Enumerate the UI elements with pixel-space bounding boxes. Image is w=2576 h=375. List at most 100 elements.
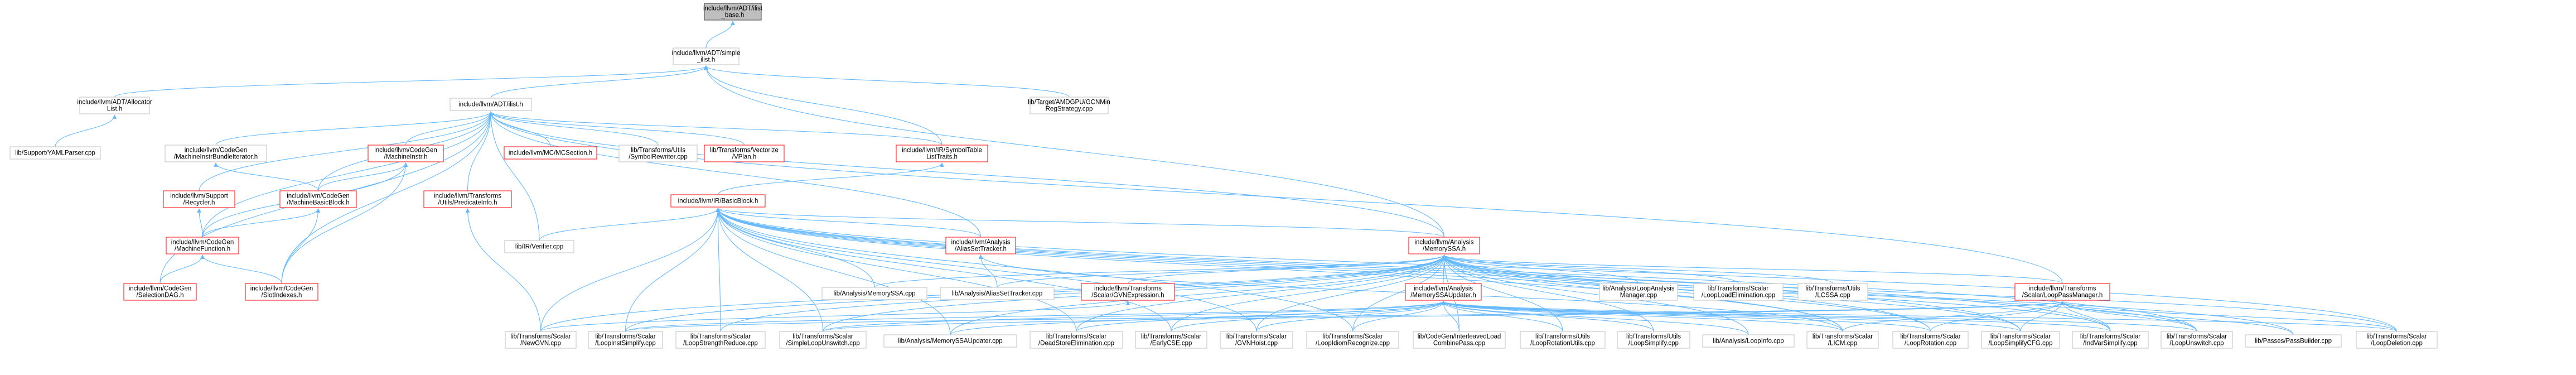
node-gvnexpression[interactable]: include/llvm/Transforms/Scalar/GVNExpres… <box>1081 283 1175 301</box>
node-alias-set-tracker-cpp[interactable]: lib/Analysis/AliasSetTracker.cpp <box>940 287 1055 300</box>
node-label-line: include/llvm/Transforms <box>2029 286 2096 292</box>
node-licm[interactable]: lib/Transforms/Scalar/LICM.cpp <box>1806 331 1879 349</box>
node-label-line: include/llvm/CodeGen <box>250 286 313 292</box>
node-loop-load-elim[interactable]: lib/Transforms/Scalar/LoopLoadEliminatio… <box>1693 283 1784 301</box>
node-memoryssa-updater-cpp[interactable]: lib/Analysis/MemorySSAUpdater.cpp <box>883 334 1017 348</box>
node-loop-rotation-utils[interactable]: lib/Transforms/Utils/LoopRotationUtils.c… <box>1520 331 1606 349</box>
edge-early_cse-to-memoryssa_h <box>1171 254 1447 332</box>
edge-ind_var_simplify-to-memoryssa_updater_h <box>1441 301 2111 332</box>
node-pass-builder[interactable]: lib/Passes/PassBuilder.cpp <box>2245 334 2342 348</box>
edge-machine_function-to-recycler <box>197 208 203 238</box>
edge-machine_function-to-machine_bb <box>202 208 321 238</box>
node-box <box>670 194 766 208</box>
edge-loop_rotation-to-loop_pass_mgr <box>1930 301 2065 332</box>
node-early-cse[interactable]: lib/Transforms/Scalar/EarlyCSE.cpp <box>1135 331 1207 349</box>
node-label-line: include/llvm/CodeGen <box>171 239 234 246</box>
node-label-line: /MachineInstr.h <box>384 154 428 161</box>
node-basicblock[interactable]: include/llvm/IR/BasicBlock.h <box>670 194 766 208</box>
node-lcssa[interactable]: lib/Transforms/Utils/LCSSA.cpp <box>1797 283 1868 301</box>
node-loop-inst-simplify[interactable]: lib/Transforms/Scalar/LoopInstSimplify.c… <box>588 331 663 349</box>
edge-loop_idiom-to-memoryssa_h <box>1352 254 1447 332</box>
node-box <box>1981 331 2060 349</box>
node-vplan[interactable]: lib/Transforms/Vectorize/VPlan.h <box>704 145 785 162</box>
node-mi-bundle-iter[interactable]: include/llvm/CodeGen/MachineInstrBundleI… <box>165 145 267 162</box>
node-loop-unswitch[interactable]: lib/Transforms/Scalar/LoopUnswitch.cpp <box>2161 331 2233 349</box>
node-symbol-rewriter[interactable]: lib/Transforms/Utils/SymbolRewriter.cpp <box>618 145 698 162</box>
node-selection-dag[interactable]: include/llvm/CodeGen/SelectionDAG.h <box>123 283 197 301</box>
node-label-line: /SelectionDAG.h <box>136 292 183 299</box>
node-label-line: /Scalar/GVNExpression.h <box>1091 292 1164 299</box>
node-machine-function[interactable]: include/llvm/CodeGen/MachineFunction.h <box>166 237 239 254</box>
edge-newgvn-to-basicblock <box>540 208 721 332</box>
node-label-line: /NewGVN.cpp <box>520 340 561 347</box>
edge-predicateinfo-to-ilist <box>467 111 493 191</box>
node-machine-bb[interactable]: include/llvm/CodeGen/MachineBasicBlock.h <box>279 190 357 208</box>
edge-slot_indexes-to-machine_function <box>200 254 282 284</box>
edge-loop_inst_simplify-to-loop_pass_mgr <box>625 301 2065 332</box>
edge-loop_unswitch-to-loop_pass_mgr <box>2060 301 2197 332</box>
node-gvn-hoist[interactable]: lib/Transforms/Scalar/GVNHoist.cpp <box>1220 331 1293 349</box>
node-ilist[interactable]: include/llvm/ADT/ilist.h <box>450 98 532 111</box>
node-loop-strength-reduce[interactable]: lib/Transforms/Scalar/LoopStrengthReduce… <box>675 331 766 349</box>
node-loop-simplify[interactable]: lib/Transforms/Utils/LoopSimplify.cpp <box>1617 331 1690 349</box>
node-label-line: include/llvm/Analysis <box>1414 286 1473 292</box>
node-newgvn[interactable]: lib/Transforms/Scalar/NewGVN.cpp <box>505 331 577 349</box>
edge-verifier-to-basicblock <box>539 208 721 241</box>
node-loop-deletion[interactable]: lib/Transforms/Scalar/LoopDeletion.cpp <box>2356 331 2438 349</box>
node-interleaved-load[interactable]: lib/CodeGen/InterleavedLoadCombinePass.c… <box>1413 331 1506 349</box>
node-label-line: lib/Transforms/Utils <box>1535 334 1590 340</box>
node-label-line: /Scalar/LoopPassManager.h <box>2022 292 2103 299</box>
node-loop-rotation[interactable]: lib/Transforms/Scalar/LoopRotation.cpp <box>1892 331 1969 349</box>
node-label-line: lib/Transforms/Scalar <box>510 334 571 340</box>
node-loop-info[interactable]: lib/Analysis/LoopInfo.cpp <box>1702 334 1795 348</box>
node-recycler[interactable]: include/llvm/Support/Recycler.h <box>163 190 235 208</box>
node-slot-indexes[interactable]: include/llvm/CodeGen/SlotIndexes.h <box>245 283 318 301</box>
node-mcsection[interactable]: include/llvm/MC/MCSection.h <box>504 146 597 160</box>
node-ilist-base[interactable]: include/llvm/ADT/ilist_base.h <box>703 3 763 21</box>
node-memoryssa-updater-h[interactable]: include/llvm/Analysis/MemorySSAUpdater.h <box>1405 283 1482 301</box>
edge-vplan-to-ilist <box>489 111 745 146</box>
node-loop-pass-mgr[interactable]: include/llvm/Transforms/Scalar/LoopPassM… <box>2014 283 2110 301</box>
node-label-line: /LICM.cpp <box>1828 340 1857 347</box>
node-label-line: lib/Transforms/Scalar <box>1322 334 1383 340</box>
node-simple-loop-unswitch[interactable]: lib/Transforms/Scalar/SimpleLoopUnswitch… <box>779 331 867 349</box>
node-label-line: lib/Analysis/MemorySSA.cpp <box>834 291 916 297</box>
node-label-line: include/llvm/ADT/Allocator <box>77 99 152 106</box>
node-label-line: /GVNHoist.cpp <box>1235 340 1278 347</box>
edge-early_cse-to-memoryssa_updater_h <box>1171 301 1446 332</box>
node-label-line: include/llvm/IR/BasicBlock.h <box>678 198 758 205</box>
edge-memoryssa_updater_cpp-to-basicblock <box>716 208 951 335</box>
node-label-line: lib/Support/YAMLParser.cpp <box>15 150 95 157</box>
node-ind-var-simplify[interactable]: lib/Transforms/Scalar/IndVarSimplify.cpp <box>2072 331 2149 349</box>
node-box <box>1806 331 1879 349</box>
node-memoryssa-cpp[interactable]: lib/Analysis/MemorySSA.cpp <box>821 287 927 300</box>
node-predicateinfo[interactable]: include/llvm/Transforms/Utils/PredicateI… <box>423 190 512 208</box>
node-label-line: /MemorySSAUpdater.h <box>1410 292 1476 299</box>
edge-loop_info-to-memoryssa_updater_h <box>1441 301 1749 335</box>
node-label-line: /LoopIdiomRecognize.cpp <box>1316 340 1390 347</box>
node-label-line: /LCSSA.cpp <box>1815 292 1850 299</box>
node-label-line: include/llvm/Analysis <box>1414 239 1473 246</box>
edge-loop_inst_simplify-to-basicblock <box>625 208 721 332</box>
node-loop-idiom[interactable]: lib/Transforms/Scalar/LoopIdiomRecognize… <box>1306 331 1399 349</box>
node-label-line: include/llvm/Transforms <box>434 193 501 200</box>
node-simple-ilist[interactable]: include/llvm/ADT/simple_ilist.h <box>672 47 741 65</box>
node-machineinstr[interactable]: include/llvm/CodeGen/MachineInstr.h <box>368 145 444 162</box>
node-box <box>165 145 267 162</box>
edge-loop_simplify_cfg-to-basicblock <box>716 208 2021 332</box>
node-loop-simplify-cfg[interactable]: lib/Transforms/Scalar/LoopSimplifyCFG.cp… <box>1981 331 2060 349</box>
node-memoryssa-h[interactable]: include/llvm/Analysis/MemorySSA.h <box>1408 237 1480 254</box>
node-label-line: include/llvm/CodeGen <box>129 286 192 292</box>
node-box <box>79 97 150 114</box>
node-alias-set-tracker-h[interactable]: include/llvm/Analysis/AliasSetTracker.h <box>945 237 1016 254</box>
node-label-line: _base.h <box>721 12 745 19</box>
node-verifier[interactable]: lib/IR/Verifier.cpp <box>504 240 574 253</box>
node-dse[interactable]: lib/Transforms/Scalar/DeadStoreEliminati… <box>1030 331 1123 349</box>
node-label-line: /MachineFunction.h <box>175 246 230 253</box>
node-box <box>1693 283 1784 301</box>
node-yamlparser[interactable]: lib/Support/YAMLParser.cpp <box>9 146 101 160</box>
